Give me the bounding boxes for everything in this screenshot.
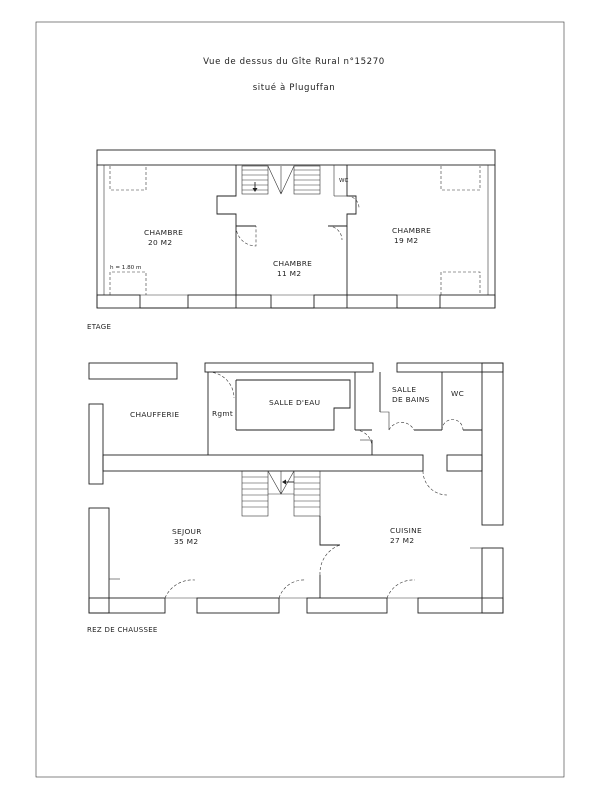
window-sill (96, 294, 141, 309)
room-label: WC (451, 389, 464, 398)
room-label: CHAMBRE (144, 228, 183, 237)
brick-wall (481, 547, 504, 614)
room-label: SALLE D'EAU (269, 398, 320, 407)
brick-wall (102, 454, 424, 472)
room-area: 19 M2 (394, 236, 418, 245)
roof-ridge-band (96, 149, 496, 166)
window-sill (313, 294, 398, 309)
room-label: CHAUFFERIE (130, 410, 179, 419)
room-label: WC (339, 178, 349, 184)
level-label: REZ DE CHAUSSEE (87, 626, 158, 634)
level-label: ETAGE (87, 323, 111, 331)
brick-wall (446, 454, 483, 472)
window-sill (439, 294, 496, 309)
room-label: Rgmt (212, 409, 233, 418)
brick-wall (481, 362, 504, 526)
brick-wall (396, 362, 504, 373)
brick-wall (306, 597, 388, 614)
room-area: 20 M2 (148, 238, 172, 247)
brick-wall (88, 362, 178, 380)
drawing-frame (35, 21, 565, 778)
plan-subtitle: situé à Pluguffan (253, 82, 336, 93)
window-sill (187, 294, 272, 309)
room-area: 11 M2 (277, 269, 301, 278)
room-label: CHAMBRE (392, 226, 431, 235)
room-label: SALLE (392, 385, 416, 394)
room-label: CHAMBRE (273, 259, 312, 268)
room-label: DE BAINS (392, 395, 430, 404)
brick-wall (88, 597, 166, 614)
brick-wall (88, 507, 110, 614)
room-area: 27 M2 (390, 536, 414, 545)
brick-wall (196, 597, 280, 614)
brick-wall (88, 403, 104, 485)
ground-floor: CHAUFFERIE Rgmt SALLE D'EAU SALLE DE BAI… (87, 362, 504, 634)
upper-floor: CHAMBRE 20 M2 CHAMBRE 11 M2 CHAMBRE 19 M… (87, 149, 496, 331)
room-label: CUISINE (390, 526, 422, 535)
brick-wall (417, 597, 504, 614)
plan-title: Vue de dessus du Gîte Rural n°15270 (203, 57, 385, 67)
ground-stairs (241, 470, 321, 517)
upper-stairs (241, 165, 321, 195)
brick-wall (204, 362, 374, 373)
height-note: h = 1.80 m (110, 265, 141, 271)
room-area: 35 M2 (174, 537, 198, 546)
room-label: SEJOUR (172, 527, 202, 536)
